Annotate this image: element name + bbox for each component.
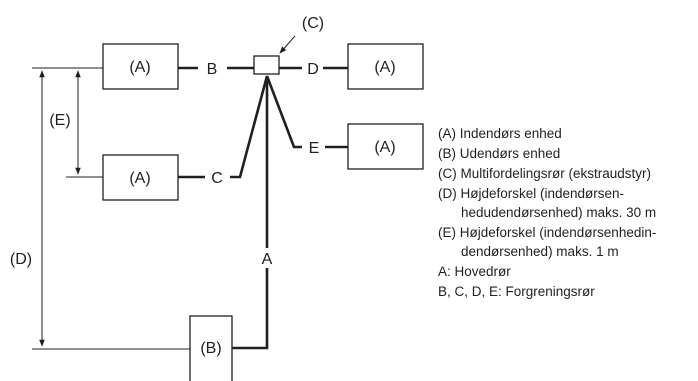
legend-line: (C) Multifordelingsrør (ekstraudstyr) bbox=[438, 166, 651, 181]
legend-line: (A) Indendørs enhed bbox=[438, 126, 562, 141]
main-pipe-a-lower bbox=[232, 268, 269, 350]
indoor-unit-top-left bbox=[102, 43, 179, 90]
indoor-unit-middle-right bbox=[347, 123, 424, 170]
splitter-leader bbox=[279, 35, 296, 54]
legend: (A) Indendørs enhed (B) Udendørs enhed (… bbox=[438, 126, 656, 299]
legend-line: B, C, D, E: Forgreningsrør bbox=[438, 284, 595, 299]
branch-pipe-e bbox=[265, 75, 302, 149]
legend-line: (E) Højdeforskel (indendørsenhedin- bbox=[438, 225, 656, 240]
pipe-label-a: A bbox=[262, 251, 273, 268]
dimension-label-e: (E) bbox=[49, 112, 70, 129]
dimension-label-d: (D) bbox=[10, 251, 32, 268]
indoor-unit-middle-right-label: (A) bbox=[374, 139, 395, 156]
legend-line: (D) Højdeforskel (indendørsen- bbox=[438, 186, 624, 201]
legend-line: A: Hovedrør bbox=[438, 264, 511, 279]
legend-line: dendørsenhed) maks. 1 m bbox=[461, 244, 619, 259]
indoor-unit-bottom-left-label: (A) bbox=[129, 170, 150, 187]
multi-distribution-pipe bbox=[253, 55, 280, 75]
pipe-label-c: C bbox=[211, 170, 223, 187]
pipe-label-e: E bbox=[309, 140, 320, 157]
legend-line: hedudendørsenhed) maks. 30 m bbox=[461, 205, 656, 220]
indoor-unit-top-right bbox=[347, 43, 424, 90]
indoor-unit-top-right-label: (A) bbox=[374, 59, 395, 76]
outdoor-unit bbox=[189, 315, 233, 381]
branch-pipe-c-to-splitter bbox=[230, 75, 269, 179]
indoor-unit-top-left-label: (A) bbox=[129, 59, 150, 76]
pipe-label-d: D bbox=[307, 61, 319, 78]
pipe-label-b: B bbox=[207, 61, 218, 78]
outdoor-unit-label: (B) bbox=[200, 340, 221, 357]
indoor-unit-bottom-left bbox=[102, 154, 179, 201]
legend-line: (B) Udendørs enhed bbox=[438, 146, 560, 161]
splitter-label: (C) bbox=[302, 15, 324, 32]
